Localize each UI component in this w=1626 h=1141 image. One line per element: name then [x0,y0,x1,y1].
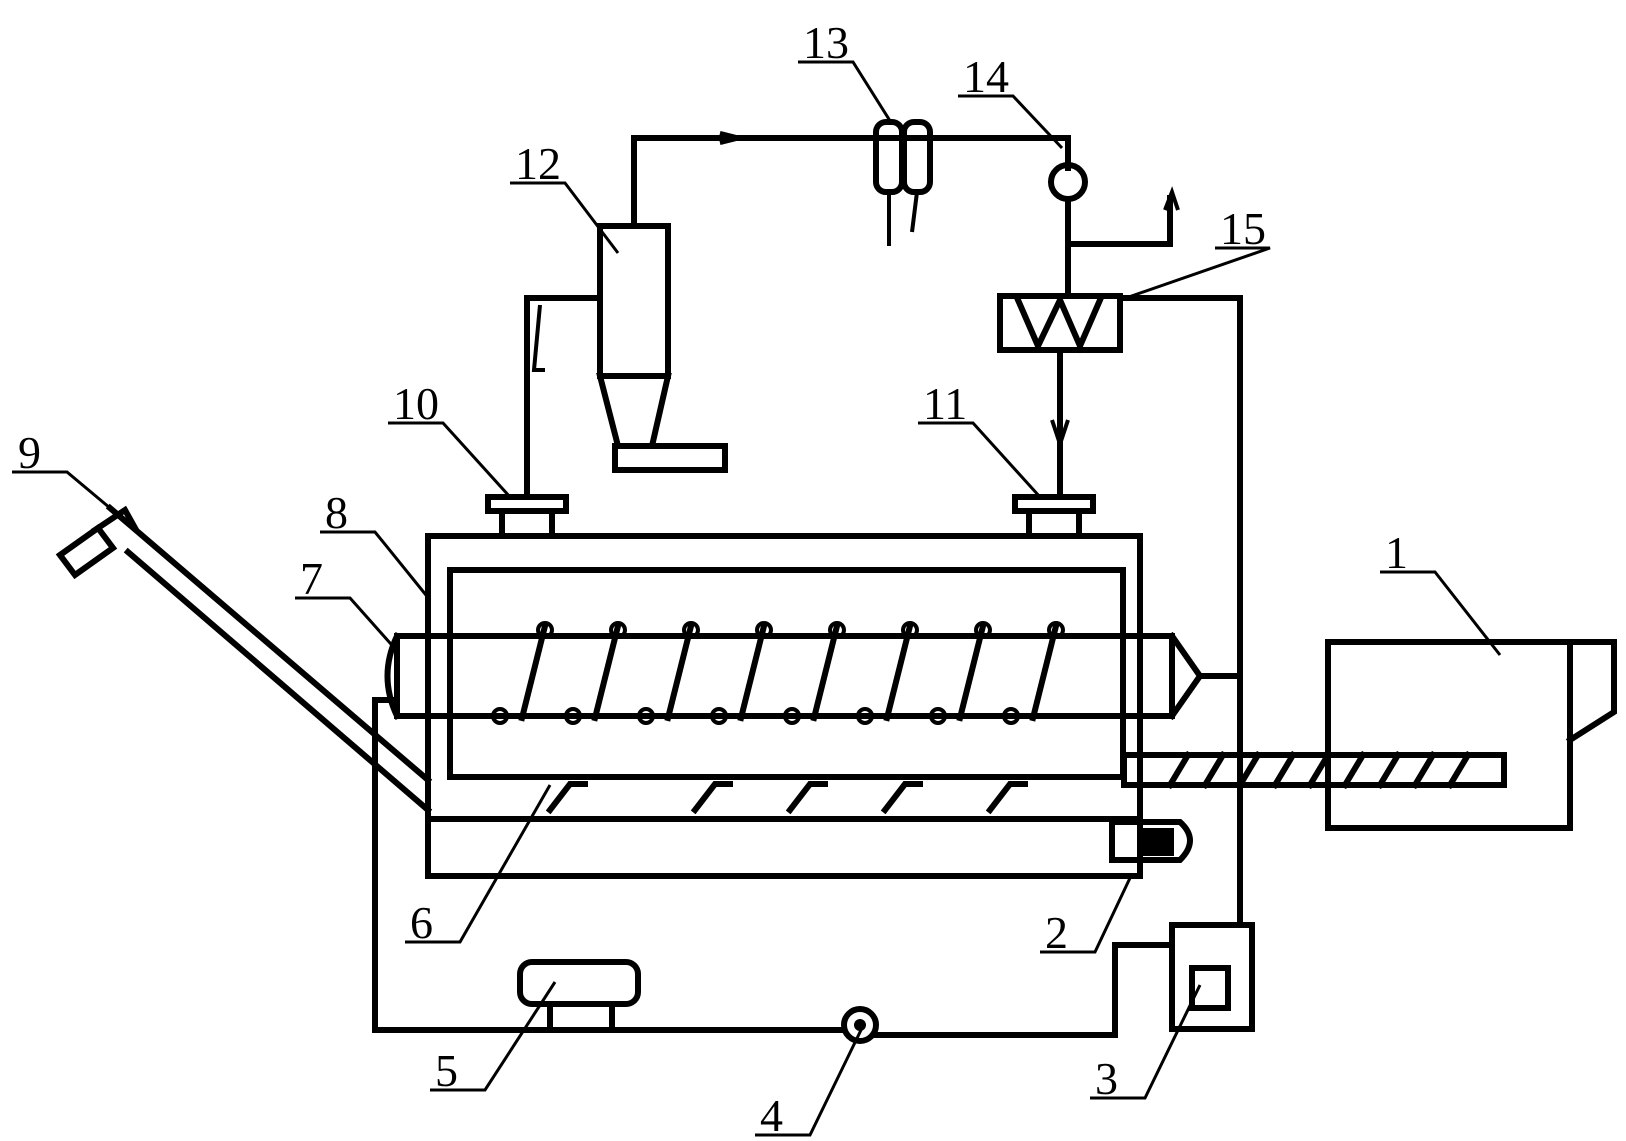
tank-5 [517,959,641,1033]
filter-13 [873,119,933,246]
label-5: 5 [435,1045,458,1096]
label-11: 11 [923,378,967,429]
label-4: 4 [760,1090,783,1141]
outlet-10 [485,494,569,539]
hot-air-loop [372,697,847,1033]
feed-hopper [1325,639,1617,831]
screw-shaft [384,631,1204,721]
bottom-baffles [545,781,1028,815]
motor-2 [1109,819,1193,863]
label-10: 10 [393,378,439,429]
blower-4 [841,1006,911,1044]
condenser-15 [997,292,1123,500]
cyclone-separator [596,223,728,473]
top-pipe [631,131,1071,229]
inner-drum [447,567,1126,780]
feed-screw [1121,750,1507,790]
heater-3 [905,922,1255,1038]
label-8: 8 [325,487,348,538]
leader-lines [12,60,1502,1137]
label-3: 3 [1095,1053,1118,1104]
outlet-11 [1012,494,1096,539]
outer-housing [425,533,1143,879]
label-13: 13 [803,17,849,68]
label-9: 9 [18,427,41,478]
screw-flights [491,621,1065,725]
label-7: 7 [300,553,323,604]
label-6: 6 [410,897,433,948]
discharge-chute [55,503,433,815]
pump-14 [1048,162,1180,299]
label-15: 15 [1220,203,1266,254]
label-1: 1 [1385,527,1408,578]
labels: 1 2 3 4 5 6 7 8 9 10 11 12 13 14 15 [18,17,1408,1141]
pipe-outlet10-cyclone [524,295,603,500]
label-14: 14 [963,51,1009,102]
label-2: 2 [1045,907,1068,958]
heat-pipe-right [1117,295,1243,928]
label-12: 12 [515,138,561,189]
